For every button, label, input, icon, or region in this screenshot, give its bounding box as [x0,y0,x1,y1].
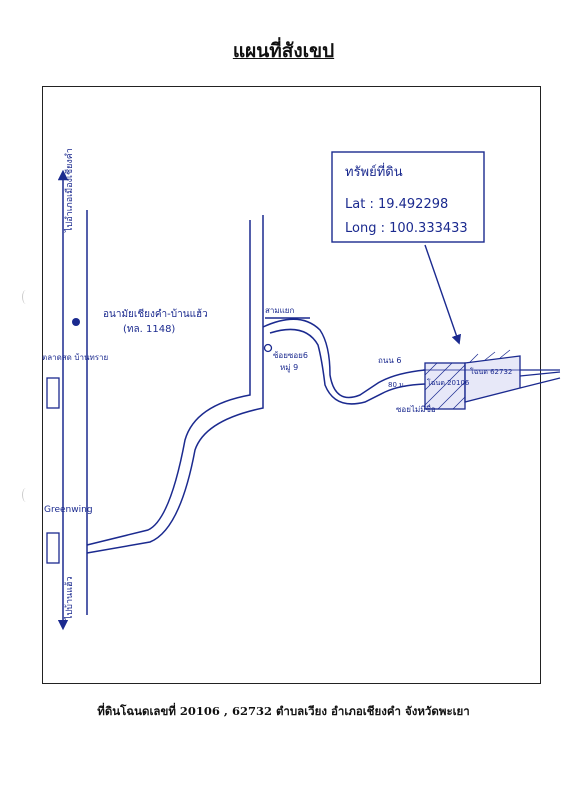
greenwing-building [46,532,60,564]
punch-hole [22,290,30,304]
long-label: Long : 100.333433 [345,221,468,236]
highway-point-marker [72,318,80,326]
map-title: แผนที่สังเขป [232,40,335,62]
label-moo: หมู่ 9 [280,363,298,373]
pointer-arrow [424,244,462,345]
main-highway [57,169,88,631]
connector-road [86,215,264,554]
parcel-hatching [424,349,511,410]
parcel-62732 [464,355,521,403]
lane-to-parcels [262,318,426,405]
label-parcel-2: โฉนด 62732 [470,367,512,376]
shop-building [46,377,60,409]
label-junction: สามแยก [265,306,294,315]
label-road-distance: 80 ม. [388,381,406,389]
road-extension [423,369,561,389]
label-to-banhaew: ไปบ้านแฮ้ว [64,576,75,621]
soi-marker [263,343,273,353]
label-greenwing: Greenwing [44,505,93,515]
coordinates-box [331,151,485,243]
label-parcel-1: โฉนด 20106 [427,378,470,387]
map-frame [42,86,541,684]
punch-hole [22,488,30,502]
deed-caption: ที่ดินโฉนดเลขที่ 20106 , 62732 ตำบลเวียง… [97,704,470,718]
coords-heading: ทรัพย์ที่ดิน [345,163,403,180]
label-shop: ตลาดสด บ้านทราย [42,353,108,362]
label-road-width: ถนน 6 [378,356,401,365]
label-dead-end: ซอยไม่มีชื่อ [396,403,436,414]
parcel-20106 [424,362,466,410]
label-highway-code: (ทล. 1148) [123,324,175,335]
label-to-chiangkham: ไปอำเภอเมืองเชียงคำ [64,148,75,233]
label-highway: อนามัยเชียงคำ-บ้านแฮ้ว [103,308,208,320]
lat-label: Lat : 19.492298 [345,197,448,212]
label-soi: ซ้อยซอย6 [273,351,308,360]
